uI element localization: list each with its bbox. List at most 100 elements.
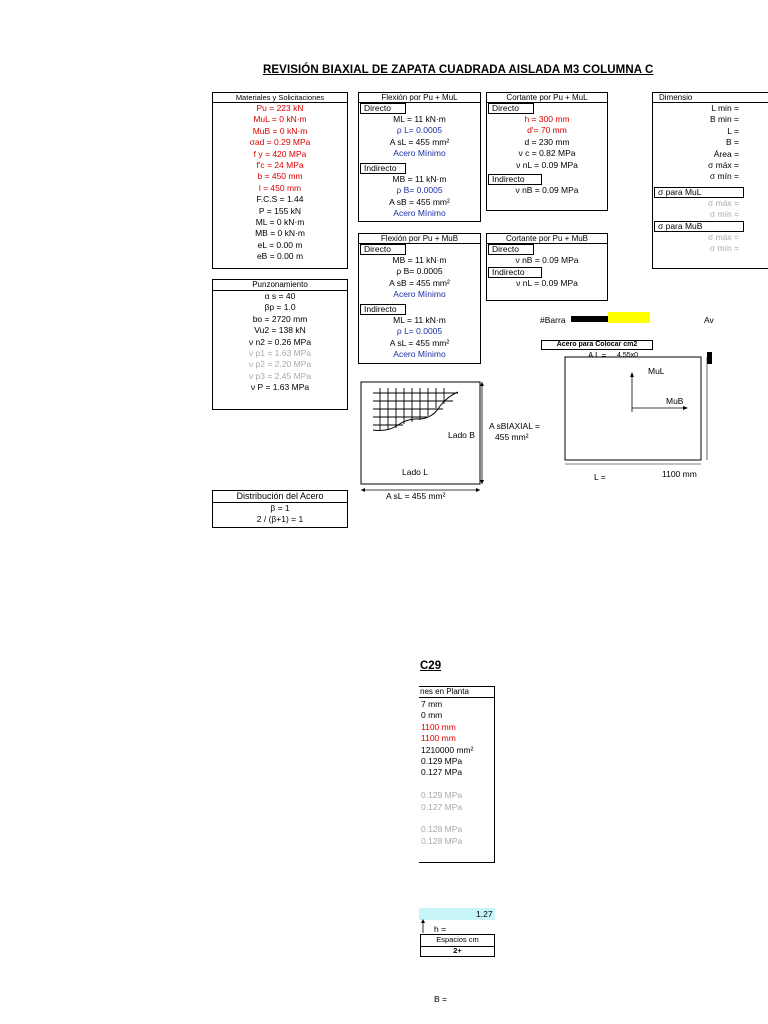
value-line — [421, 779, 494, 790]
value-line: 0.129 MPa — [421, 790, 463, 801]
espacios-label: Espacios cm — [421, 935, 494, 947]
value-line: ν nL = 0.09 MPa — [516, 278, 578, 288]
value-line: MB = 11 kN·m — [392, 174, 447, 184]
value-line: f y = 420 MPa — [253, 148, 307, 159]
footing-plan-diagram — [360, 381, 484, 492]
barras-label: #Barra — [540, 315, 566, 325]
espacios-value: 2+ — [453, 946, 462, 955]
page-title: REVISIÓN BIAXIAL DE ZAPATA CUADRADA AISL… — [263, 64, 654, 76]
sigma-mub-label: σ para MuB — [654, 221, 744, 232]
value-line: σ mín = — [709, 171, 739, 182]
barras-label-tail: Av — [704, 315, 714, 325]
value-line: f'c = 24 MPa — [256, 159, 304, 170]
al-label: A L = — [588, 351, 607, 360]
column-ref: C29 — [420, 660, 442, 672]
value-line: σ mín = — [709, 243, 739, 254]
mub-label: MuB — [666, 396, 684, 406]
asbiaxial-value: 455 mm² — [495, 432, 529, 442]
value-line: ML = 0 kN·m — [255, 216, 305, 227]
cortante-b-directo-lines: ν nB = 0.09 MPa — [487, 255, 607, 266]
value-line: L min = — [711, 103, 739, 113]
value-line: 0.129 MPa — [421, 755, 463, 766]
l-value: 1100 mm — [662, 469, 697, 479]
value-line: h = 300 mm — [524, 114, 570, 124]
lado-b-label: Lado B — [448, 430, 475, 440]
cortante-b-indirecto-lines: ν nL = 0.09 MPa — [487, 278, 607, 289]
value-line: ν p2 = 2.20 MPa — [248, 359, 312, 370]
value-line: ρ B= 0.0005 — [396, 266, 443, 277]
value-line: ML = 11 kN·m — [393, 114, 446, 124]
h-arrow — [421, 919, 425, 933]
value-line: Acero Mínimo — [393, 349, 446, 360]
lado-l-label: Lado L — [402, 467, 428, 477]
value-line: Vu2 = 138 kN — [254, 325, 306, 336]
barras-yellow-cell — [608, 312, 650, 323]
value-line — [421, 813, 494, 824]
value-line: l = 450 mm — [258, 182, 302, 193]
value-line: 1100 mm — [421, 733, 456, 744]
cyan-value: 1.27 — [476, 909, 493, 919]
value-line: 0.127 MPa — [421, 767, 463, 778]
cortante-b-directo-label: Directo — [488, 244, 534, 255]
value-line: 0.128 MPa — [421, 835, 463, 846]
value-line: A sL = 455 mm² — [389, 136, 450, 147]
flexion-l-panel: Flexión por Pu + MuL Directo ML = 11 kN·… — [358, 92, 481, 222]
cortante-l-header: Cortante por Pu + MuL — [487, 93, 607, 103]
punzonamiento-header: Punzonamiento — [213, 280, 347, 291]
value-line: 0.127 MPa — [421, 801, 463, 812]
asl-label: A sL = 455 mm² — [386, 491, 446, 501]
value-line: eL = 0.00 m — [257, 239, 303, 250]
sigma-mub-lines: σ máx =σ mín = — [659, 232, 739, 255]
flexion-b-panel: Flexión por Pu + MuB Directo MB = 11 kN·… — [358, 233, 481, 364]
value-line: F.C.S = 1.44 — [256, 194, 304, 205]
value-line: MuB = 0 kN·m — [252, 125, 308, 136]
cortante-l-indirecto-label: Indirecto — [488, 174, 542, 185]
sigma-mul-label: σ para MuL — [654, 187, 744, 198]
dimensiones-planta-header: nes en Planta — [419, 687, 494, 698]
value-line: ν nB = 0.09 MPa — [515, 185, 579, 195]
acero-colocar-box: Acero para Colocar cm2 — [541, 340, 653, 350]
barras-highlight — [571, 316, 613, 322]
value-line: 7 mm — [421, 699, 443, 709]
flexion-l-indirecto-label: Indirecto — [360, 163, 406, 174]
value-line: L = — [727, 125, 739, 136]
al-value: 4.55x0 — [617, 352, 639, 359]
l-label: L = — [594, 472, 606, 482]
value-line: d'= 70 mm — [527, 125, 567, 136]
value-line: σ máx = — [708, 232, 739, 242]
moment-diagram — [564, 356, 708, 465]
mesh-grid — [373, 388, 458, 430]
value-line: A sB = 455 mm² — [389, 196, 450, 207]
value-line: σad = 0.29 MPa — [249, 137, 311, 148]
dimensiones-header: Dimensio — [653, 93, 768, 103]
value-line: ν p1 = 1.63 MPa — [248, 347, 312, 358]
distribucion-header: Distribución del Acero — [213, 491, 347, 503]
value-line: ν c = 0.82 MPa — [518, 148, 576, 159]
value-line: Área = — [713, 148, 739, 159]
value-line: ν nB = 0.09 MPa — [515, 255, 579, 265]
value-line: ν nL = 0.09 MPa — [516, 159, 578, 170]
value-line: Pu = 223 kN — [256, 103, 304, 113]
value-line: σ mín = — [709, 209, 739, 220]
value-line: σ máx = — [708, 198, 739, 208]
value-line: A sL = 455 mm² — [389, 337, 450, 348]
value-line: ρ L= 0.0005 — [396, 125, 443, 136]
barras-dark-mark — [707, 352, 712, 364]
cortante-b-panel: Cortante por Pu + MuB Directo ν nB = 0.0… — [486, 233, 608, 301]
value-line: α s = 40 — [264, 291, 296, 301]
flexion-l-directo-label: Directo — [360, 103, 406, 114]
dimensiones-lines: L min =B min =L =B =Área =σ máx =σ mín = — [659, 103, 739, 183]
materiales-header: Materiales y Solicitaciones — [213, 93, 347, 103]
value-line: eB = 0.00 m — [256, 251, 304, 262]
value-line: ρ L= 0.0005 — [396, 326, 443, 337]
value-line: Acero Mínimo — [393, 208, 446, 219]
mul-label: MuL — [648, 366, 665, 376]
sigma-mul-lines: σ máx =σ mín = — [659, 198, 739, 221]
